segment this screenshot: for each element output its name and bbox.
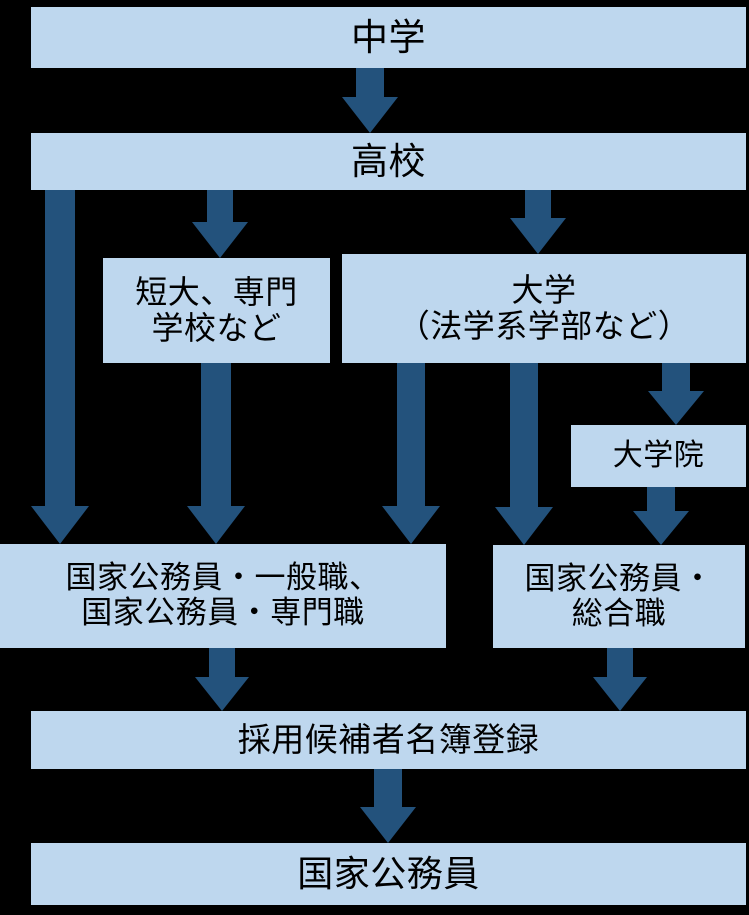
node-comprehensive[interactable]: 国家公務員・ 総合職 <box>493 545 745 648</box>
arrow-high-school-to-employment-direct <box>31 190 89 544</box>
node-label-high-school: 高校 <box>351 140 426 182</box>
arrow-comprehensive-to-candidate-list <box>593 648 647 711</box>
arrow-high-school-to-university <box>510 190 566 254</box>
arrow-junior-college-to-employment <box>187 363 245 544</box>
arrow-junior-high-to-high-school <box>342 68 398 133</box>
arrow-university-to-graduate-school <box>648 363 704 425</box>
node-candidate-list[interactable]: 採用候補者名簿登録 <box>31 711 746 769</box>
node-high-school[interactable]: 高校 <box>31 133 746 190</box>
arrow-high-school-to-junior-college <box>192 190 248 258</box>
arrow-candidate-list-to-servant <box>360 769 416 843</box>
arrow-graduate-school-to-comprehensive <box>633 487 689 545</box>
node-label-national-public-servant: 国家公務員 <box>297 852 480 894</box>
arrow-general-to-candidate-list <box>195 648 249 711</box>
node-label-general-and-specialist: 国家公務員・一般職、 国家公務員・専門職 <box>65 560 381 630</box>
node-junior-high[interactable]: 中学 <box>31 7 746 68</box>
node-label-junior-college: 短大、専門 学校など <box>135 273 298 346</box>
node-junior-college[interactable]: 短大、専門 学校など <box>103 258 330 363</box>
node-graduate-school[interactable]: 大学院 <box>571 425 746 487</box>
node-label-comprehensive: 国家公務員・ 総合職 <box>524 560 714 631</box>
arrow-university-to-comprehensive <box>495 363 553 545</box>
node-national-public-servant[interactable]: 国家公務員 <box>31 843 746 905</box>
node-general-and-specialist[interactable]: 国家公務員・一般職、 国家公務員・専門職 <box>0 544 446 648</box>
node-label-junior-high: 中学 <box>351 16 426 58</box>
node-label-graduate-school: 大学院 <box>612 439 705 473</box>
node-label-university: 大学 （法学系学部など） <box>397 271 691 344</box>
arrow-university-to-general <box>382 363 440 544</box>
node-university[interactable]: 大学 （法学系学部など） <box>342 254 746 363</box>
node-label-candidate-list: 採用候補者名簿登録 <box>237 720 540 758</box>
